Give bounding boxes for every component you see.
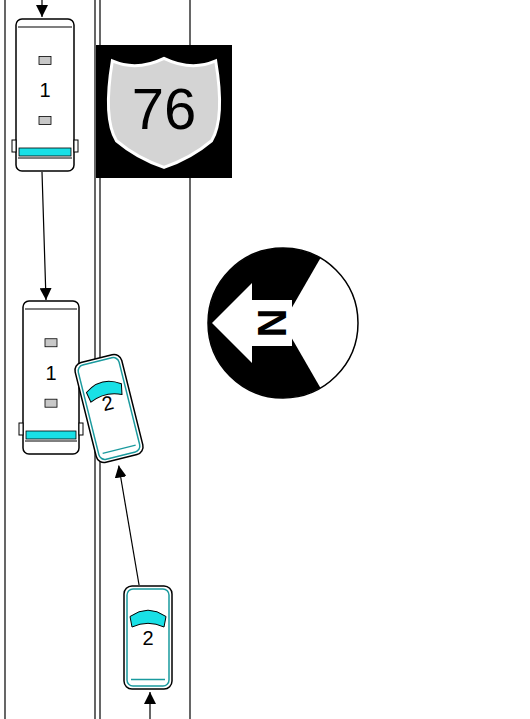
approach-arrow <box>41 0 42 17</box>
travel-path-arrow <box>119 465 139 585</box>
vehicle-number: 1 <box>15 80 75 100</box>
vehicle-2: 2 <box>72 352 146 466</box>
approach-arrow <box>149 692 150 719</box>
route-number: 76 <box>96 80 232 138</box>
vehicle-number: 1 <box>22 363 80 383</box>
north-arrow <box>208 248 358 398</box>
vehicle-number: 2 <box>123 628 173 648</box>
vehicle-1: 1 <box>15 18 75 172</box>
route-shield: 76 <box>96 45 232 178</box>
vehicle-2: 2 <box>123 585 173 690</box>
vehicle-1: 1 <box>22 300 80 455</box>
north-letter: N <box>252 309 292 338</box>
travel-path-arrow <box>42 172 46 300</box>
road-edge <box>4 0 5 719</box>
